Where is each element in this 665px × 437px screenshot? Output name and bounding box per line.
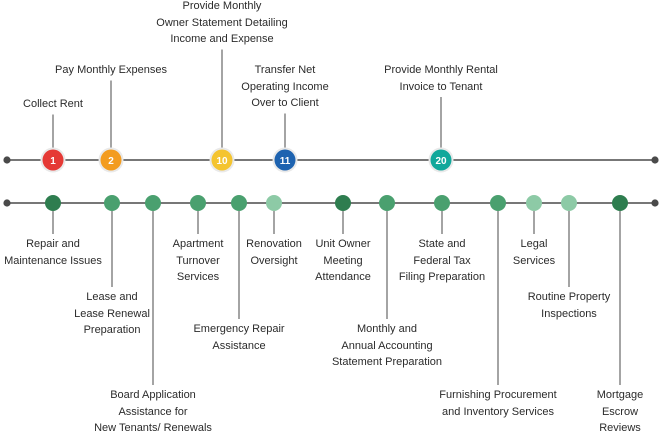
day-20-label: Provide Monthly Rental Invoice to Tenant <box>384 64 498 93</box>
service-6-node <box>266 195 282 211</box>
service-8-label: Monthly and Annual Accounting Statement … <box>331 323 443 368</box>
day-20-marker <box>430 149 452 171</box>
service-9-label: State and Federal Tax Filing Preparation <box>398 238 486 283</box>
service-11-label: Legal Services <box>512 238 556 267</box>
monthly-line-end-dot <box>651 156 659 164</box>
day-11-label: Transfer Net Operating Income Over to Cl… <box>241 64 329 109</box>
day-10-number: 10 <box>216 156 228 167</box>
monthly-line-start-dot <box>3 156 11 164</box>
service-5-label: Emergency Repair Assistance <box>193 323 285 352</box>
day-20-number: 20 <box>435 156 447 167</box>
day-10-marker <box>211 149 233 171</box>
service-6-label: Renovation Oversight <box>246 238 302 267</box>
services-line-start-dot <box>3 199 11 207</box>
service-1-node <box>45 195 61 211</box>
day-2-number: 2 <box>108 156 114 167</box>
day-2-label: Pay Monthly Expenses <box>55 64 167 76</box>
service-13-node <box>612 195 628 211</box>
service-9-node <box>434 195 450 211</box>
service-4-label: Apartment Turnover Services <box>172 238 224 283</box>
service-7-node <box>335 195 351 211</box>
service-5-node <box>231 195 247 211</box>
service-4-node <box>190 195 206 211</box>
day-10-label: Provide Monthly Owner Statement Detailin… <box>156 0 288 45</box>
service-2-label: Lease and Lease Renewal Preparation <box>74 291 150 336</box>
service-12-node <box>561 195 577 211</box>
service-10-node <box>490 195 506 211</box>
day-1-marker <box>42 149 64 171</box>
service-8-node <box>379 195 395 211</box>
service-13-label: Mortgage Escrow Reviews <box>596 389 644 434</box>
service-10-label: Furnishing Procurement and Inventory Ser… <box>439 389 557 418</box>
day-11-marker <box>274 149 296 171</box>
service-3-node <box>145 195 161 211</box>
day-1-label: Collect Rent <box>23 98 83 110</box>
service-1-label: Repair and Maintenance Issues <box>4 238 102 267</box>
service-11-node <box>526 195 542 211</box>
service-7-label: Unit Owner Meeting Attendance <box>315 238 371 283</box>
day-2-marker <box>100 149 122 171</box>
service-3-label: Board Application Assistance for New Ten… <box>94 389 212 434</box>
service-12-label: Routine Property Inspections <box>527 291 611 320</box>
day-11-number: 11 <box>280 156 291 167</box>
services-line-end-dot <box>651 199 659 207</box>
service-2-node <box>104 195 120 211</box>
day-1-number: 1 <box>50 156 56 167</box>
